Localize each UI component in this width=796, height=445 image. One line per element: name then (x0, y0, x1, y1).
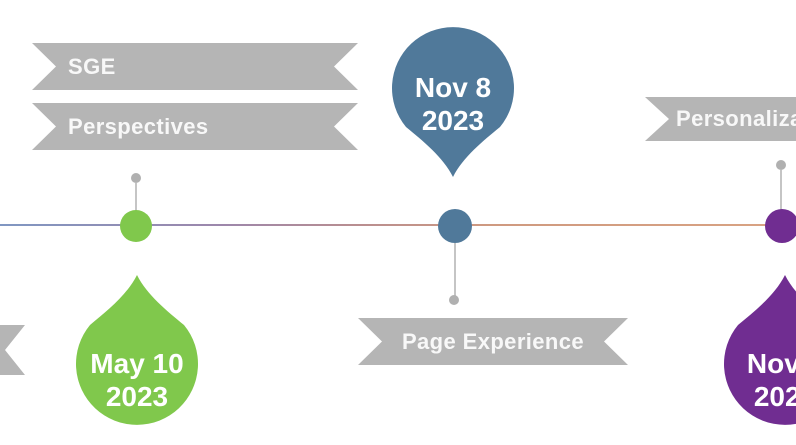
pin-marker-may (76, 275, 198, 425)
connector-dot-nov2 (776, 160, 786, 170)
pin-marker-nov8 (392, 27, 514, 177)
pin-date-may-line2: 2023 (105, 381, 169, 412)
pin-date-may: May 10 2023 (75, 347, 199, 413)
timeline-node-nov8 (438, 209, 472, 243)
timeline-line (0, 224, 796, 226)
pin-date-nov8: Nov 8 2023 (391, 71, 515, 137)
ribbon-personalization: Personalization (645, 97, 796, 141)
ribbon-page-experience-label: Page Experience (401, 328, 585, 354)
pin-shape-may (76, 275, 198, 425)
ribbon-personalization-label: Personalization (676, 106, 796, 131)
ribbon-sge-label: SGE (68, 53, 116, 79)
timeline-node-may (120, 210, 152, 242)
pin-marker-nov2 (724, 275, 796, 425)
pin-shape-nov8 (392, 27, 514, 177)
connector-dot-may (131, 173, 141, 183)
ribbon-page-experience: Page Experience (358, 318, 628, 365)
ribbon-perspectives: Perspectives (32, 103, 358, 150)
pin-date-nov2-line2: 2023 (753, 381, 796, 412)
connector-stem-may (135, 183, 137, 211)
pin-date-nov8-line1: Nov 8 (414, 72, 492, 103)
ribbon-perspectives-label: Perspectives (68, 113, 209, 139)
pin-date-may-line1: May 10 (90, 348, 184, 379)
pin-shape-nov2 (724, 275, 796, 425)
connector-stem-nov2 (780, 170, 782, 210)
ribbon-fragment-offscreen-left (0, 325, 25, 375)
connector-stem-nov8 (454, 243, 456, 296)
pin-date-nov2-line1: Nov 2 (746, 348, 796, 379)
pin-date-nov8-line2: 2023 (421, 105, 485, 136)
ribbon-sge: SGE (32, 43, 358, 90)
connector-dot-nov8 (449, 295, 459, 305)
pin-date-nov2: Nov 2 2023 (723, 347, 796, 413)
timeline-node-nov2 (765, 209, 796, 243)
